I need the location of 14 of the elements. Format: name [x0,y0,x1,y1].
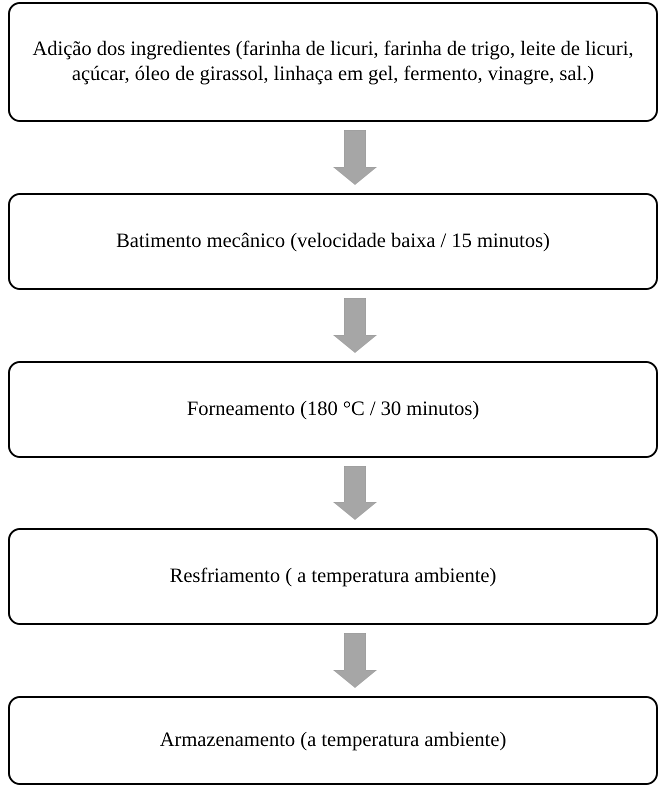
process-box [8,361,658,458]
step-text: Adição dos ingredientes (farinha de licuri, farinha de trigo, leite de licuri, açúcar, óleo de girassol, linhaça em gel, fermento, vinagre, sal.) [31,37,635,87]
process-box [8,2,658,122]
block-arrow [333,130,377,185]
block-arrow [333,466,377,520]
process-box [8,696,658,785]
step-text: Resfriamento ( a temperatura ambiente) [170,564,496,589]
process-box [8,193,658,290]
process-box [8,528,658,625]
block-arrow [333,298,377,353]
step-text: Batimento mecânico (velocidade baixa / 15 minutos) [116,229,550,254]
step-text: Armazenamento (a temperatura ambiente) [160,728,506,753]
step-text: Forneamento (180 °C / 30 minutos) [186,397,480,422]
block-arrow [333,633,377,688]
